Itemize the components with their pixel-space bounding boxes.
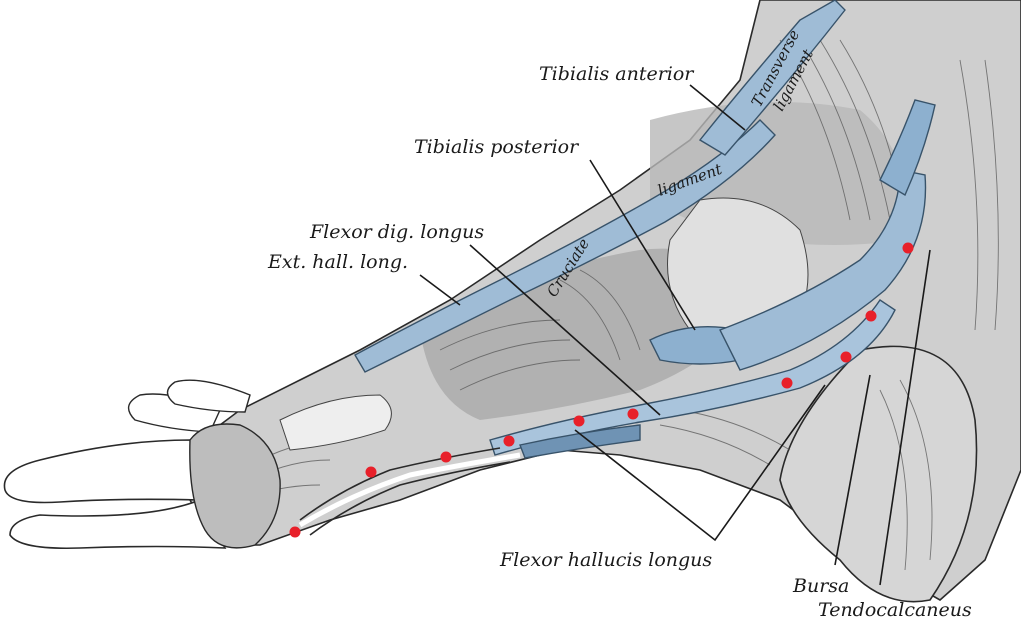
red-dot-icon [573,415,585,427]
label-tibialis-posterior: Tibialis posterior [414,136,580,158]
labels: Tibialis anterior Tibialis posterior Fle… [267,63,972,621]
red-dot-icon [781,377,793,389]
leg-tissue [189,0,1021,603]
label-tendocalcaneus: Tendocalcaneus [818,599,972,621]
red-dot-icon [840,351,852,363]
label-tibialis-anterior: Tibialis anterior [539,63,695,85]
label-flexor-dig-longus: Flexor dig. longus [309,221,484,243]
leader-ext-hall-long [419,274,461,306]
leader-flexor-dig-longus [469,244,661,416]
plantar-tendons [298,447,521,536]
leader-tibialis-anterior [689,84,746,131]
tendon-sheaths [354,0,936,459]
leader-bursa [834,374,871,566]
leader-flexor-hallucis-longus [574,384,826,542]
label-ext-hall-long: Ext. hall. long. [267,251,408,273]
red-dot-icon [289,526,301,538]
red-dot-icon [902,242,914,254]
label-bursa: Bursa [792,575,849,597]
label-flexor-hallucis-longus: Flexor hallucis longus [499,549,712,571]
leader-tibialis-posterior [589,159,696,331]
red-dot-icon [365,466,377,478]
red-markers [289,242,914,538]
metatarsal-bone [279,394,392,451]
leader-tendocalcaneus [879,249,931,586]
toes [3,379,281,550]
red-dot-icon [440,451,452,463]
red-dot-icon [865,310,877,322]
leader-lines [419,84,931,586]
red-dot-icon [503,435,515,447]
red-dot-icon [627,408,639,420]
